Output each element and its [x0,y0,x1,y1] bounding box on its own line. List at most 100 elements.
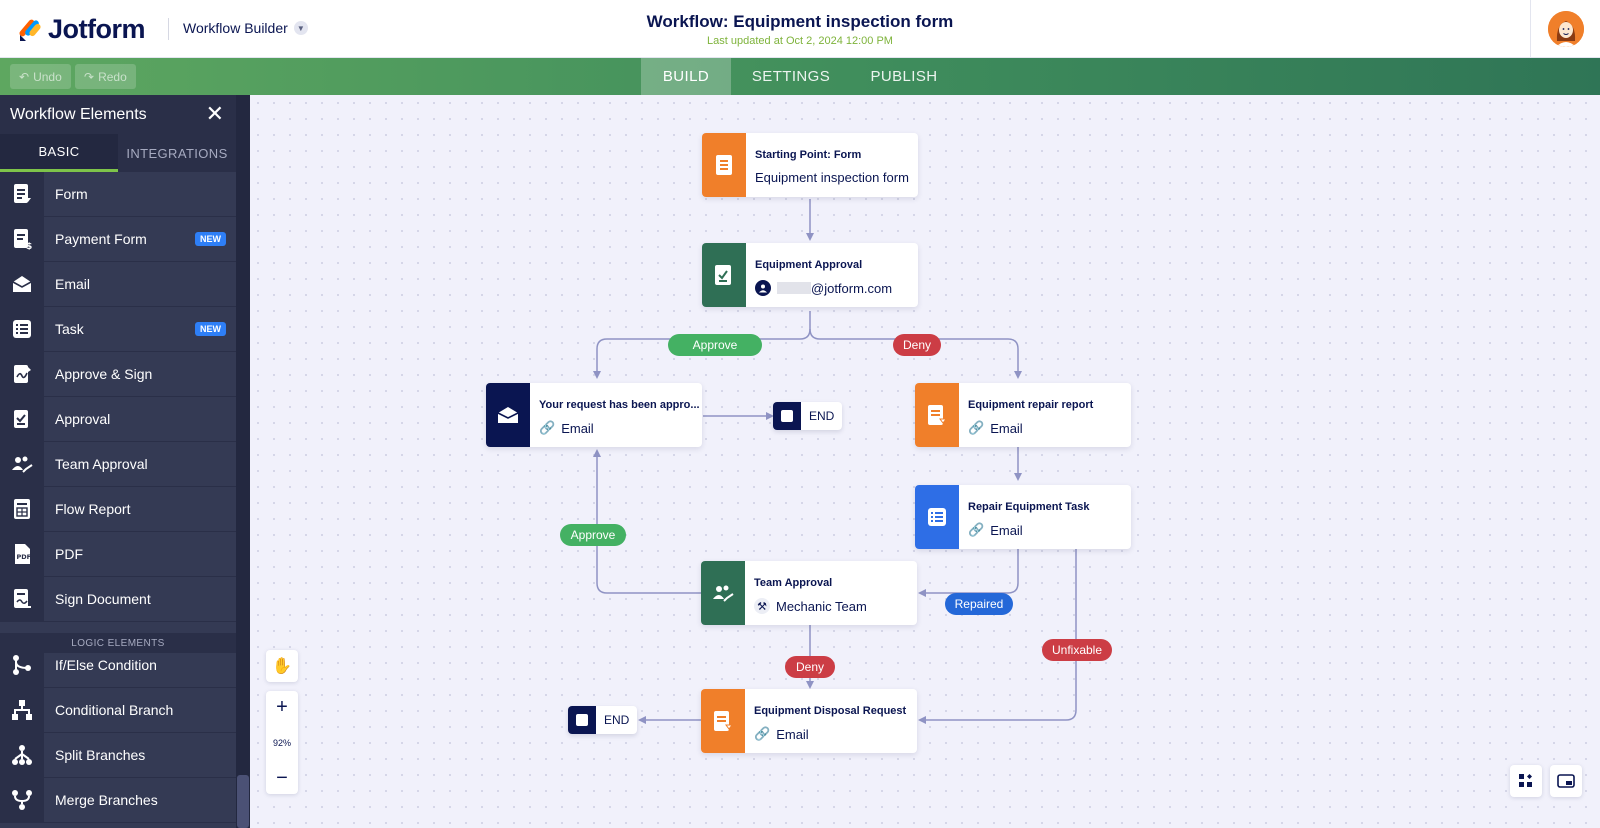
sidebar-header: Workflow Elements ✕ [0,95,236,134]
builder-type-dropdown[interactable]: Workflow Builder ▼ [183,20,308,36]
sidebar-icon-box [0,577,44,621]
builder-toolbar: ↶ Undo ↷ Redo BUILD SETTINGS PUBLISH [0,58,1600,95]
last-updated-text: Last updated at Oct 2, 2024 12:00 PM [707,35,893,47]
node-team-approval[interactable]: Team Approval ⚒ Mechanic Team [701,561,917,625]
node-icon-box [702,243,746,307]
sidebar-title: Workflow Elements [10,106,147,123]
end-label: END [809,409,835,423]
sidebar-item-label: Payment Form [55,231,147,247]
apps-grid-button[interactable] [1510,765,1542,797]
tab-publish[interactable]: PUBLISH [870,68,938,85]
edge-label-deny[interactable]: Deny [785,656,835,678]
jotform-logo-icon [19,19,41,41]
sidebar-item-label: Approval [55,411,111,427]
pdf-icon: PDF [15,544,31,564]
sidebar-icon-box [0,172,44,216]
node-subtitle: 🔗Email [754,726,809,742]
sidebar-item-if-else-condition[interactable]: If/Else Condition [0,643,236,688]
sidebar-scrollbar-thumb[interactable] [237,775,249,828]
minimap-icon [1557,774,1575,788]
node-equipment-disposal-request[interactable]: Equipment Disposal Request 🔗Email [701,689,917,753]
sidebar-icon-box [0,397,44,441]
sidebar-item-task[interactable]: Task NEW [0,307,236,352]
sidebar-item-merge-branches[interactable]: Merge Branches [0,778,236,823]
task-icon [13,320,31,338]
sidebar-item-payment-form[interactable]: $ Payment Form NEW [0,217,236,262]
node-equipment-repair-report[interactable]: Equipment repair report 🔗Email [915,383,1131,447]
node-subtitle-text: Email [990,420,1023,436]
sidebar-icon-box [0,352,44,396]
edge-label-approve[interactable]: Approve [560,524,626,546]
email-icon [12,276,32,292]
zoom-in-button[interactable]: + [276,696,288,718]
edge-label-repaired[interactable]: Repaired [945,593,1013,615]
sidebar-item-label: If/Else Condition [55,657,157,673]
sidebar-item-approve-sign[interactable]: Approve & Sign [0,352,236,397]
node-starting-point-form[interactable]: Starting Point: Form Equipment inspectio… [702,133,918,197]
edge-label-deny[interactable]: Deny [893,334,941,356]
tab-basic[interactable]: BASIC [0,134,118,172]
node-icon-box [701,689,745,753]
hand-icon: ✋ [272,658,292,675]
sidebar-item-label: Approve & Sign [55,366,153,382]
workflow-canvas[interactable]: Starting Point: Form Equipment inspectio… [250,95,1600,828]
link-icon: 🔗 [539,420,556,435]
sidebar-item-split-branches[interactable]: Split Branches [0,733,236,778]
node-equipment-approval[interactable]: Equipment Approval @jotform.com [702,243,918,307]
node-title: Starting Point: Form [755,149,862,161]
pan-hand-button[interactable]: ✋ [266,650,298,682]
undo-button[interactable]: ↶ Undo [10,64,71,89]
sidebar-item-email[interactable]: Email [0,262,236,307]
zoom-out-button[interactable]: − [276,767,288,789]
end-label: END [604,713,630,727]
sidebar-item-team-approval[interactable]: Team Approval [0,442,236,487]
tab-settings[interactable]: SETTINGS [751,68,831,85]
close-icon[interactable]: ✕ [205,101,224,126]
sidebar-item-sign-document[interactable]: Sign Document [0,577,236,622]
sidebar-icon-box: PDF [0,532,44,576]
new-badge: NEW [195,322,226,336]
tab-build[interactable]: BUILD [641,58,731,95]
sidebar-item-label: Task [55,321,84,337]
edge-label-unfixable[interactable]: Unfixable [1042,639,1112,661]
node-subtitle-text: @jotform.com [811,280,893,296]
node-icon-box [486,383,530,447]
logo-text: Jotform [48,14,146,44]
node-approved-email[interactable]: Your request has been appro... 🔗Email [486,383,702,447]
avatar[interactable] [1547,11,1584,47]
sidebar-item-approval[interactable]: Approval [0,397,236,442]
end-node[interactable]: END [568,706,638,734]
tab-integrations[interactable]: INTEGRATIONS [126,145,228,161]
sidebar-icon-box [0,262,44,306]
sidebar-item-flow-report[interactable]: Flow Report [0,487,236,532]
builder-type-label: Workflow Builder [183,20,288,36]
sidebar-item-pdf[interactable]: PDF PDF [0,532,236,577]
redo-label: Redo [98,69,127,84]
sidebar-item-label: PDF [55,546,83,562]
svg-text:$: $ [26,242,32,250]
minimap-button[interactable] [1550,765,1582,797]
sidebar-item-form[interactable]: Form [0,172,236,217]
node-repair-equipment-task[interactable]: Repair Equipment Task 🔗Email [915,485,1131,549]
top-header: Jotform Workflow Builder ▼ Workflow: Equ… [0,0,1600,58]
end-node[interactable]: END [773,402,843,430]
node-icon-box [915,383,959,447]
sidebar-item-conditional-branch[interactable]: Conditional Branch [0,688,236,733]
sidebar-scrollbar[interactable] [236,95,250,828]
jotform-logo[interactable]: Jotform [18,14,146,45]
redo-button[interactable]: ↷ Redo [75,64,136,89]
sidebar-icon-box [0,643,44,687]
node-subtitle: 🔗Email [968,522,1023,538]
zoom-level: 92% [272,737,291,748]
team-approval-icon [12,456,33,473]
form-icon [928,405,947,425]
sign-document-icon [14,589,31,608]
link-icon: 🔗 [968,420,985,435]
flow-report-icon [14,499,30,519]
edge-label-approve[interactable]: Approve [668,334,762,356]
node-subtitle: 🔗Email [539,420,594,436]
connector-task-to-team-approval [918,549,1019,597]
form-icon [14,184,31,203]
team-approval-icon [713,585,734,602]
